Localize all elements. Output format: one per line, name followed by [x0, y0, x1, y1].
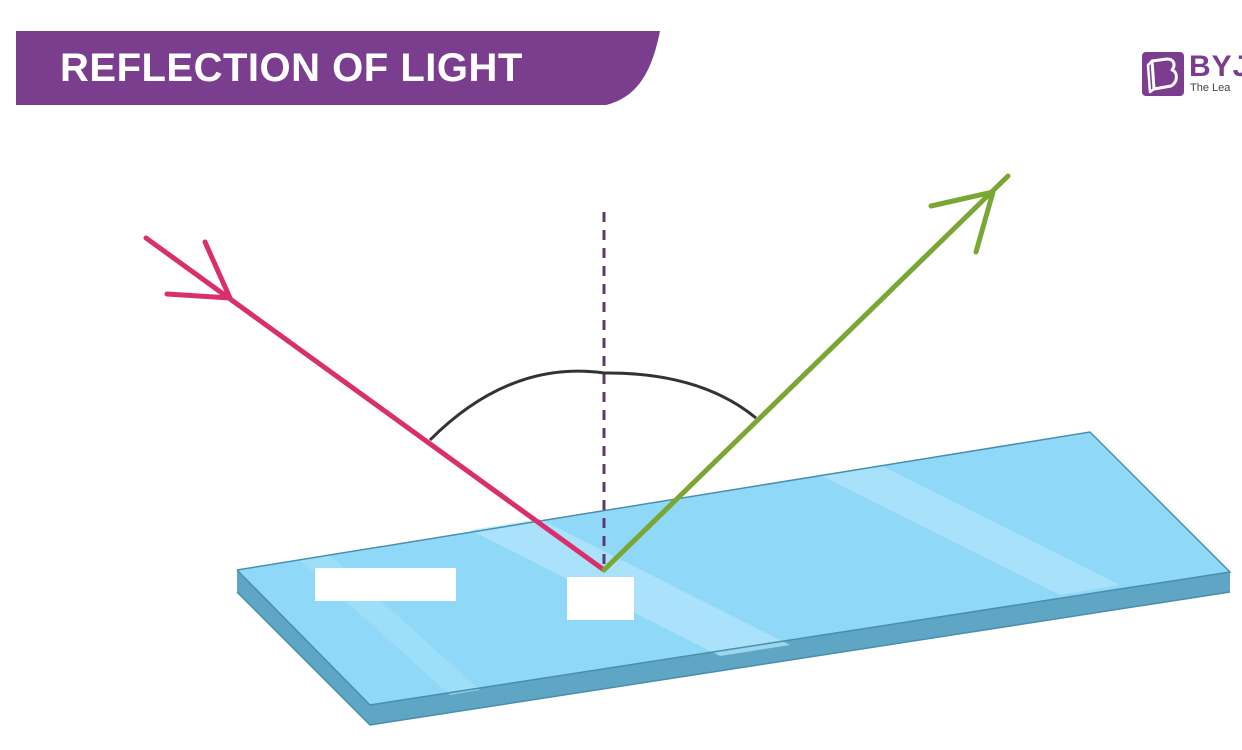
mirror-side-left — [237, 570, 370, 725]
reflected-arrowhead — [928, 189, 996, 255]
angle-arc — [428, 369, 757, 442]
reflected-ray — [601, 173, 1011, 573]
page-title: REFLECTION OF LIGHT — [60, 46, 523, 90]
logo-name: BYJ — [1189, 52, 1242, 83]
incident-ray — [143, 235, 607, 573]
title-banner-shape — [16, 31, 660, 105]
logo-tagline: The Lea — [1190, 82, 1231, 94]
label-cover-mirror — [315, 568, 456, 601]
mirror-side-front — [370, 572, 1230, 725]
byjus-b-icon — [1142, 52, 1184, 96]
mirror-edge — [236, 431, 1232, 706]
label-cover-point — [567, 577, 634, 620]
mirror-glare-2 — [820, 465, 1120, 595]
incident-arrowhead — [164, 239, 233, 301]
mirror-surface — [237, 432, 1230, 705]
brand-logo: BYJ The Lea — [1142, 52, 1242, 98]
mirror-bottom-edge — [236, 591, 1231, 726]
title-banner: REFLECTION OF LIGHT — [16, 31, 660, 105]
